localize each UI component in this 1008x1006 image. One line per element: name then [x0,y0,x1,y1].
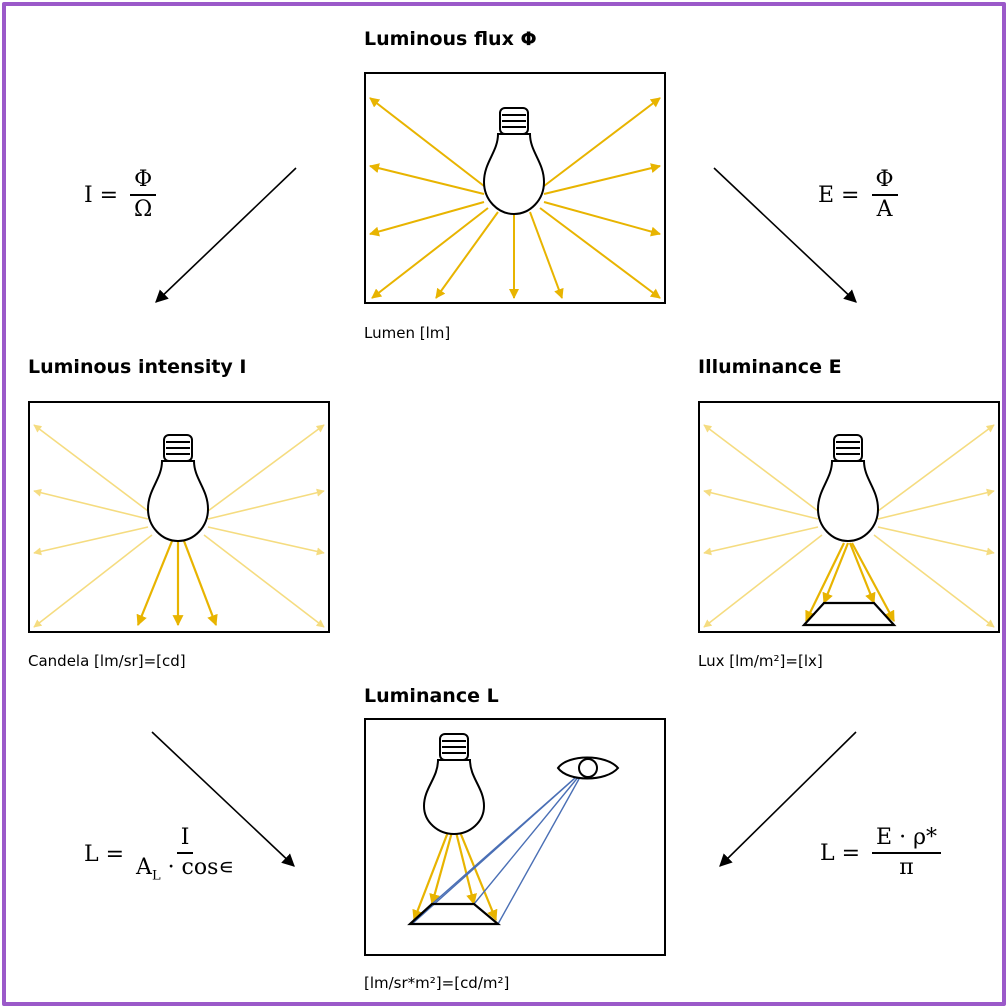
luminous-surface [407,902,502,926]
unit-lux: Lux [lm/m²]=[lx] [698,652,823,670]
luminance-strong-rays [412,831,498,922]
formula-intensity-denominator: Ω [134,197,153,223]
eye-icon [556,756,620,780]
light-bulb-icon [482,107,546,216]
luminance-illustration [407,733,620,926]
unit-luminance: [lm/sr*m²]=[cd/m²] [364,974,510,992]
formula-luminance-right-numerator: E · ρ* [872,825,942,855]
formula-illuminance-numerator: Φ [871,167,898,197]
light-bulb-icon [146,434,210,543]
light-bulb-icon [816,434,880,543]
formula-luminance-left-lhs: L = [84,842,125,868]
intensity-illustration [33,424,325,628]
panel-illuminance [698,401,1000,633]
title-luminous-intensity: Luminous intensity I [28,356,247,378]
formula-luminance-right: L = E · ρ* π [820,825,942,881]
formula-luminance-left: L = I AL · cos∊ [84,825,235,884]
unit-candela: Candela [lm/sr]=[cd] [28,652,186,670]
title-luminous-flux: Luminous flux Φ [364,28,537,50]
flux-illustration [369,97,661,299]
formula-intensity-lhs: I = [84,182,119,208]
flux-rays [369,97,661,299]
arrow-illuminance-to-luminance [719,731,857,867]
formula-illuminance: E = Φ A [818,167,898,223]
title-illuminance: Illuminance E [698,356,842,378]
title-luminance: Luminance L [364,685,499,707]
intensity-faint-rays [33,424,325,628]
illuminated-surface [801,601,897,627]
formula-illuminance-denominator: A [876,197,893,223]
formula-intensity: I = Φ Ω [84,167,157,223]
formula-luminance-left-numerator: I [176,825,194,855]
formula-luminance-right-denominator: π [899,855,914,881]
formula-intensity-numerator: Φ [130,167,157,197]
arrow-intensity-to-luminance [151,731,295,867]
panel-luminous-intensity [28,401,330,633]
intensity-strong-rays [136,540,218,627]
formula-luminance-right-fraction: E · ρ* π [872,825,942,881]
formula-luminance-left-fraction: I AL · cos∊ [136,825,235,884]
illuminance-strong-rays [805,542,895,622]
formula-illuminance-lhs: E = [818,182,860,208]
formula-intensity-fraction: Φ Ω [130,167,157,223]
panel-luminance [364,718,666,956]
illuminance-illustration [703,424,995,628]
arrow-flux-to-illuminance [713,167,857,303]
formula-luminance-right-lhs: L = [820,840,861,866]
formula-illuminance-fraction: Φ A [871,167,898,223]
unit-lumen: Lumen [lm] [364,324,451,342]
formula-luminance-left-denominator: AL · cos∊ [136,855,235,884]
illuminance-faint-rays [703,424,995,628]
light-bulb-icon [422,733,486,836]
luminance-sight-lines [411,769,585,925]
arrow-flux-to-intensity [155,167,297,303]
panel-luminous-flux [364,72,666,304]
